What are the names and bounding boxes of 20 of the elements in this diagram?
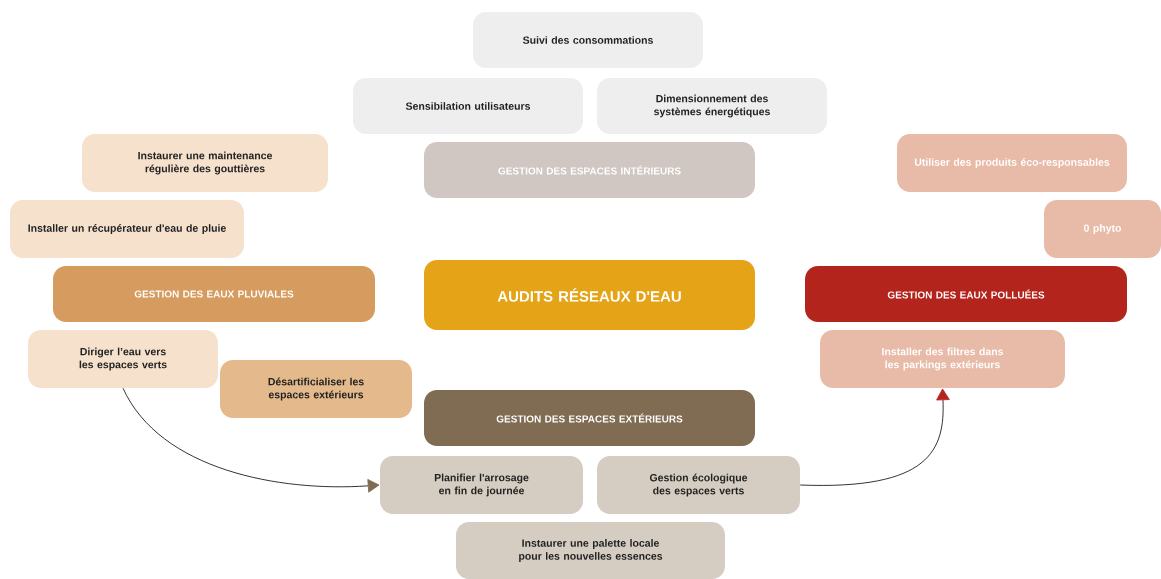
- action-box: Installer des filtres dans les parkings extérieurs: [820, 330, 1065, 388]
- action-box: Sensibilation utilisateurs: [353, 78, 583, 134]
- category-box: GESTION DES ESPACES EXTÉRIEURS: [424, 390, 755, 446]
- action-box: Instaurer une palette locale pour les nouvelles essences: [456, 522, 725, 579]
- action-box: Planifier l'arrosage en fin de journée: [380, 456, 583, 514]
- curved-arrow: [122, 387, 380, 493]
- action-box: Diriger l’eau vers les espaces verts: [28, 330, 218, 388]
- action-box: Désartificialiser les espaces extérieurs: [220, 360, 412, 418]
- action-box: 0 phyto: [1044, 200, 1161, 258]
- title-box: AUDITS RÉSEAUX D'EAU: [424, 260, 755, 330]
- category-box: GESTION DES EAUX POLLUÉES: [805, 266, 1127, 322]
- action-box: Gestion écologique des espaces verts: [597, 456, 800, 514]
- category-box: GESTION DES EAUX PLUVIALES: [53, 266, 375, 322]
- action-box: Suivi des consommations: [473, 12, 703, 68]
- category-box: GESTION DES ESPACES INTÉRIEURS: [424, 142, 755, 198]
- action-box: Installer un récupérateur d'eau de pluie: [10, 200, 244, 258]
- action-box: Instaurer une maintenance régulière des gouttières: [82, 134, 328, 192]
- curved-arrow: [799, 388, 950, 486]
- action-box: Utiliser des produits éco-responsables: [897, 134, 1127, 192]
- action-box: Dimensionnement des systèmes énergétiques: [597, 78, 827, 134]
